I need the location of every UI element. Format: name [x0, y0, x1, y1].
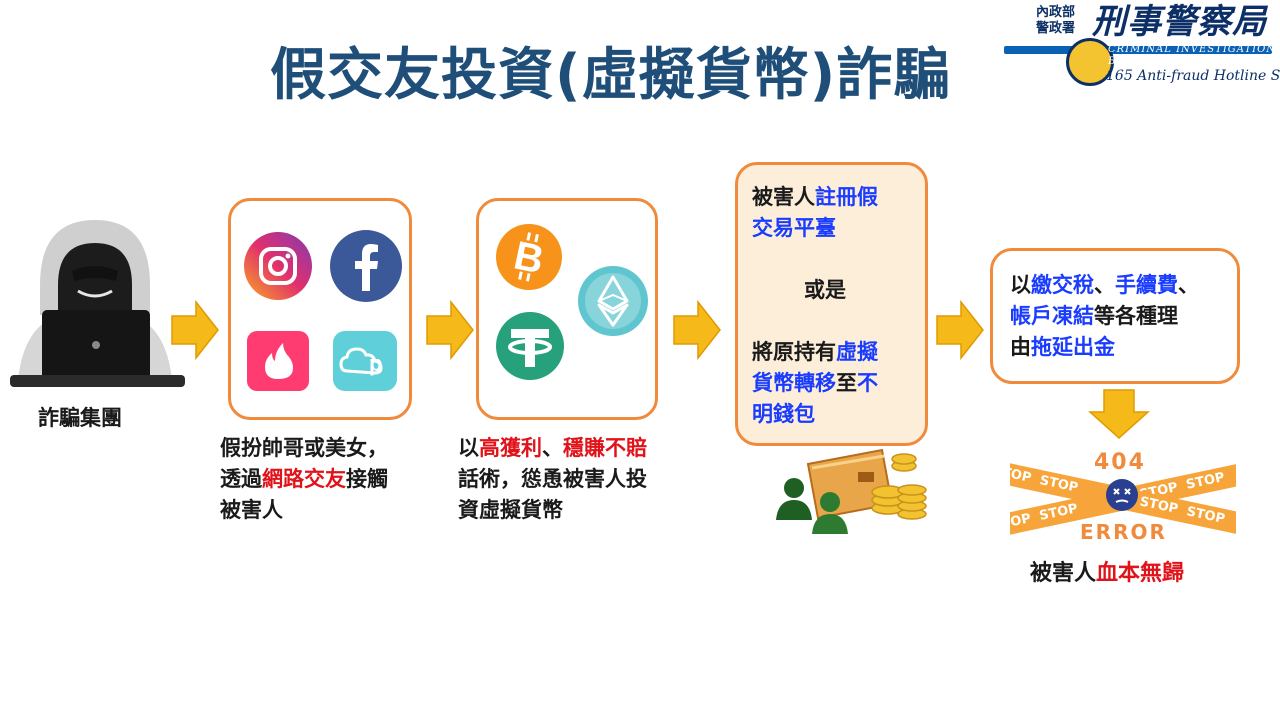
step2-caption: 以高獲利、穩賺不賠 話術，慫恿被害人投 資虛擬貨幣 — [458, 433, 708, 526]
step2-sep: 、 — [542, 436, 563, 460]
step3-highlight-4: 貨幣轉移 — [752, 371, 836, 395]
arrow-right-1 — [171, 300, 219, 360]
scam-gang-label: 詐騙集團 — [38, 406, 122, 430]
step3-highlight-6: 明錢包 — [752, 402, 815, 426]
step3-text: 被害人註冊假 交易平臺 或是 將原持有虛擬 貨幣轉移至不 明錢包 — [752, 182, 922, 430]
error-word: ERROR — [1080, 520, 1167, 544]
ethereum-icon — [578, 266, 648, 336]
ending-highlight: 血本無歸 — [1096, 561, 1185, 586]
step1-text-a: 假扮帥哥或美女， — [220, 436, 388, 460]
crypto-panel: B — [476, 198, 658, 420]
cib-logo: 內政部 警政署 刑事警察局 CRIMINAL INVESTIGATION BUR… — [1000, 0, 1280, 100]
logo-hotline: 165 Anti-fraud Hotline Service — [1106, 68, 1280, 84]
step4-highlight-4: 拖延出金 — [1031, 335, 1115, 359]
ending-caption: 被害人血本無歸 — [1030, 555, 1184, 587]
step3-text-b: 將原持有 — [752, 340, 836, 364]
arrow-right-2 — [426, 300, 474, 360]
step4-highlight-2: 手續費 — [1115, 273, 1178, 297]
step4-text-c: 由 — [1010, 335, 1031, 359]
step2-text-b: 話術，慫恿被害人投 — [458, 467, 647, 491]
step1-caption: 假扮帥哥或美女， 透過網路交友接觸 被害人 — [220, 433, 450, 526]
tape-word: STOP — [1010, 511, 1033, 534]
ending-text: 被害人 — [1030, 561, 1097, 586]
step1-highlight: 網路交友 — [262, 467, 346, 491]
hacker-icon — [10, 220, 185, 387]
delay-withdraw-panel — [990, 248, 1240, 384]
tape-word: STOP — [1185, 504, 1227, 528]
arrow-right-3 — [673, 300, 721, 360]
arrow-down — [1088, 389, 1150, 440]
dead-face-icon — [1106, 479, 1138, 511]
step3-highlight-5: 不 — [857, 371, 878, 395]
step3-highlight-1: 註冊假 — [815, 185, 878, 209]
step4-text: 以繳交稅、手續費、 帳戶凍結等各種理 由拖延出金 — [1010, 270, 1232, 363]
step1-text-d: 被害人 — [220, 498, 283, 522]
step4-text-a: 以 — [1010, 273, 1031, 297]
step3-highlight-2: 交易平臺 — [752, 216, 836, 240]
tether-icon — [496, 312, 564, 380]
step2-highlight-1: 高獲利 — [479, 436, 542, 460]
tape-word: STOP — [1038, 473, 1080, 496]
wallet-coins-icon — [776, 448, 927, 534]
logo-bar — [1004, 46, 1272, 54]
bitcoin-icon: B — [496, 224, 562, 290]
logo-agency: 警政署 — [1036, 21, 1076, 36]
step4-sep-2: 、 — [1178, 273, 1199, 297]
logo-name: 刑事警察局 — [1092, 2, 1267, 42]
arrow-right-4 — [936, 300, 984, 360]
svg-text:p: p — [369, 351, 382, 376]
pairs-app-icon: p — [333, 331, 397, 391]
instagram-icon — [244, 232, 312, 300]
tape-word: STOP — [1010, 463, 1033, 486]
step3-or: 或是 — [804, 278, 846, 302]
step1-text-b: 透過 — [220, 467, 262, 491]
step4-sep-1: 、 — [1094, 273, 1115, 297]
police-badge-icon — [1066, 38, 1114, 86]
tinder-icon — [247, 331, 309, 391]
step3-text-c: 至 — [836, 371, 857, 395]
tape-word: STOP — [1184, 470, 1226, 493]
step4-text-b: 等各種理 — [1094, 304, 1178, 328]
social-apps-panel: p — [228, 198, 412, 420]
step1-text-c: 接觸 — [346, 467, 388, 491]
tape-word: STOP — [1038, 501, 1080, 524]
step2-highlight-2: 穩賺不賠 — [563, 436, 647, 460]
logo-ministry: 內政部 — [1036, 5, 1076, 20]
logo-english: CRIMINAL INVESTIGATION BUREAU — [1108, 44, 1277, 67]
step3-text-a: 被害人 — [752, 185, 815, 209]
facebook-icon — [330, 230, 402, 302]
tape-word: STOP — [1138, 494, 1180, 518]
step4-highlight-1: 繳交稅 — [1031, 273, 1094, 297]
step2-text-c: 資虛擬貨幣 — [458, 498, 563, 522]
error-code: 404 — [1094, 450, 1146, 475]
fake-platform-panel — [735, 162, 928, 446]
step3-highlight-3: 虛擬 — [836, 340, 878, 364]
step4-highlight-3: 帳戶凍結 — [1010, 304, 1094, 328]
step2-text-a: 以 — [458, 436, 479, 460]
error-404-graphic: 404 STOP STOP STOP STOP STOP STOP STOP S… — [1010, 448, 1236, 548]
page-title: 假交友投資(虛擬貨幣)詐騙 — [270, 43, 951, 108]
